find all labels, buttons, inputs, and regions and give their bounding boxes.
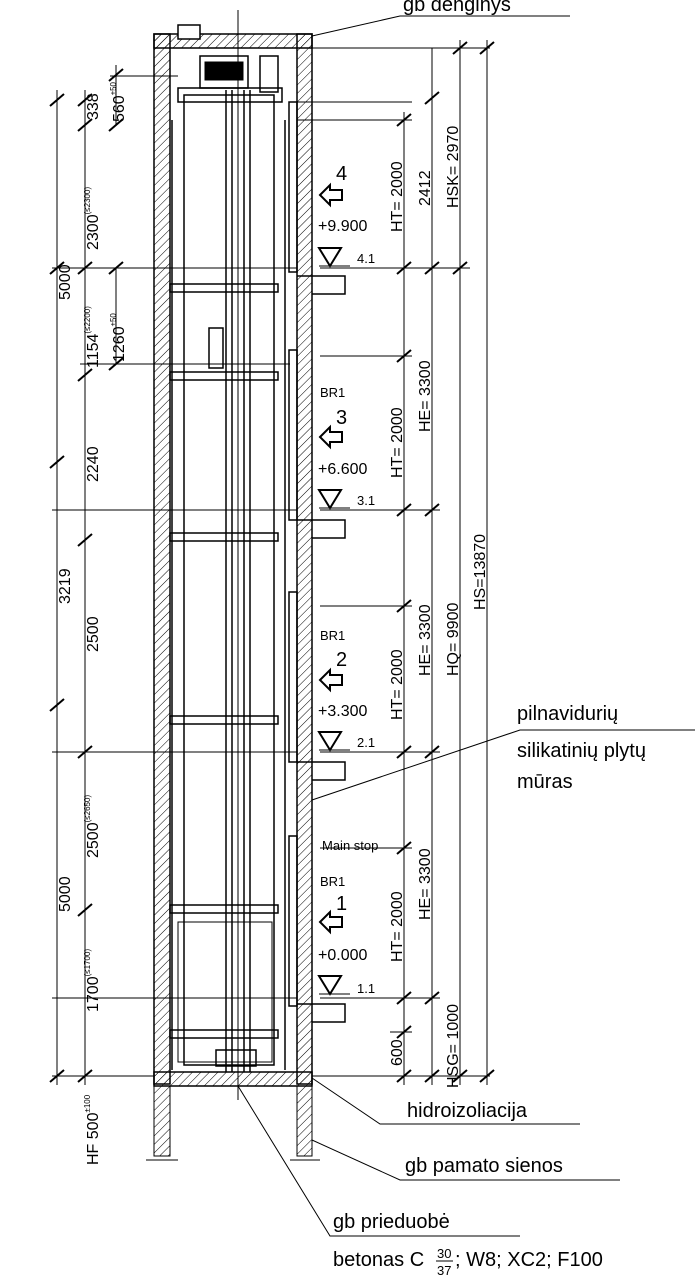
callout-waterproofing: hidroizoliacija [407,1100,528,1122]
landing-label-3: 3.1 [357,493,375,508]
dim-he-2: HE= 3300 [417,604,434,676]
dim-ht-3: HT= 2000 [389,407,406,478]
right-dimensions [297,40,490,1085]
dim-hq: HQ= 9900 [445,603,462,676]
floor-elevation-2: +3.300 [318,703,367,720]
concrete-prefix: betonas C [333,1249,424,1271]
door-type-1: BR1 [320,874,345,889]
floor-4: 4 +9.900 4.1 [318,163,375,267]
landing-label-1: 1.1 [357,981,375,996]
shaft-wall-left [153,33,171,1085]
counterweight [208,327,224,369]
dim-2300: 2300(≤2300) [83,187,102,250]
pit-slab [153,1071,313,1087]
left-dimensions [52,65,297,1085]
concrete-suffix: ; W8; XC2; F100 [455,1249,603,1271]
callout-roof: gb denginys [403,0,511,16]
dim-2500: 2500 [85,616,102,652]
door-type-3: BR1 [320,385,345,400]
floor-elevation-3: +6.600 [318,461,367,478]
concrete-class-num: 30 [437,1246,451,1261]
dim-hsk: HSK= 2970 [445,126,462,208]
floor-number-1: 1 [336,893,347,915]
machine [199,55,249,89]
floor-number-4: 4 [336,163,347,185]
roof-vent [177,24,201,40]
concrete-class-den: 37 [437,1263,451,1278]
dim-he-3: HE= 3300 [417,360,434,432]
landing-label-4: 4.1 [357,251,375,266]
dim-1260: 1260±50 [109,313,128,362]
floor-2: BR1 2 +3.300 2.1 [318,628,375,751]
floor-elevation-1: +0.000 [318,947,367,964]
dim-hf: HF 500±100 [83,1094,102,1165]
dim-1154: 1154(≤2200) [83,306,102,368]
dim-1700: 1700(≤1700) [83,949,102,1012]
dim-338: 338 [85,93,102,120]
callout-leaders [237,15,695,1237]
dim-ht-1: HT= 2000 [389,891,406,962]
floor-3: BR1 3 +6.600 3.1 [318,385,375,509]
landing-label-2: 2.1 [357,735,375,750]
callout-foundation: gb pamato sienos [405,1155,563,1177]
dim-hsg: HSG= 1000 [445,1004,462,1088]
floor-1: Main stop BR1 1 +0.000 1.1 [318,838,378,996]
dim-2500b: 2500(≤2650) [83,795,102,858]
callout-wall-line-1: pilnavidurių [517,703,618,725]
floor-number-3: 3 [336,407,347,429]
dim-3219: 3219 [57,568,74,604]
callout-wall-line-2: silikatinių plytų [517,740,646,762]
floor-elevation-4: +9.900 [318,218,367,235]
foundation-wall-left [153,1085,171,1157]
foundation-wall-right [296,1085,313,1157]
concrete-spec: betonas C 30 37 ; W8; XC2; F100 [333,1246,603,1278]
dim-560: 560±50 [109,81,128,122]
dim-2240: 2240 [85,446,102,482]
dim-ht-4: HT= 2000 [389,161,406,232]
floor-number-2: 2 [336,649,347,671]
callout-wall-line-3: mūras [517,771,573,793]
dim-he-1: HE= 3300 [417,848,434,920]
door-type-2: BR1 [320,628,345,643]
dim-2412: 2412 [417,170,434,206]
dim-ht-2: HT= 2000 [389,649,406,720]
shaft-structure [146,10,320,1161]
main-stop-label: Main stop [322,838,378,853]
shaft-wall-right [296,33,313,1085]
dim-5000-top: 5000 [57,264,74,300]
dim-5000-bottom: 5000 [57,876,74,912]
car-and-rails [169,55,346,1072]
dim-hs: HS=13870 [472,534,489,610]
dim-600: 600 [389,1039,406,1066]
callout-pit: gb prieduobė [333,1211,450,1233]
